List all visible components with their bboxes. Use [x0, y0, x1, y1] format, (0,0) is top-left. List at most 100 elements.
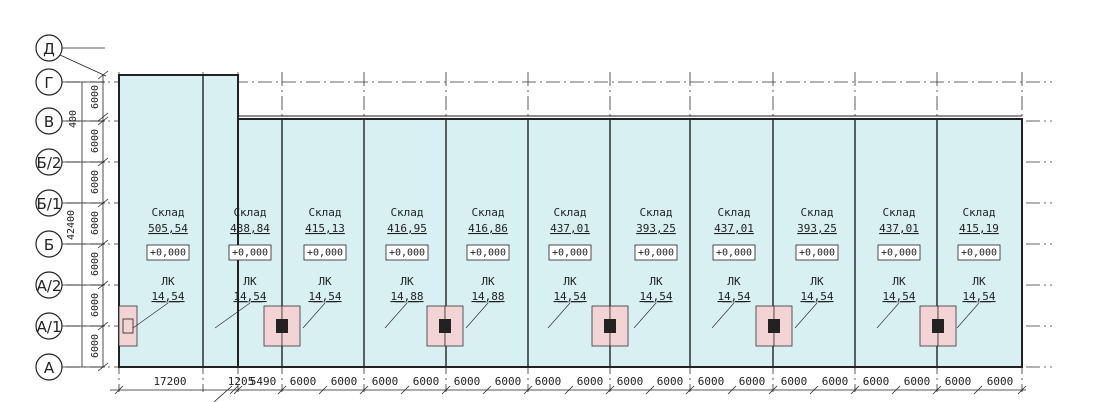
elevation-box [303, 244, 347, 261]
axis-label: А [44, 359, 55, 377]
lk-value: 14,54 [717, 290, 750, 303]
segment-dimension: 6000 [90, 252, 101, 276]
bottom-dimension: 6000 [535, 375, 562, 388]
elevation-mark: +0,000 [638, 248, 674, 259]
axis-label: Г [44, 74, 53, 92]
dim-tick [97, 157, 109, 167]
lk-leader [794, 302, 818, 329]
dim-tick [229, 385, 239, 395]
bottom-dimension: 1205 [228, 375, 255, 388]
bottom-dimension: 6000 [372, 375, 399, 388]
dim-tick [97, 321, 109, 331]
axis-label: Б/1 [37, 195, 62, 213]
axis-label: А/2 [37, 277, 62, 295]
dim-tick [605, 385, 615, 395]
block-main [237, 118, 1023, 368]
stair-core [439, 319, 451, 333]
lk-value: 14,54 [553, 290, 586, 303]
bottom-dimension: 6000 [577, 375, 604, 388]
room-name: Склад [233, 206, 266, 219]
room-name: Склад [151, 206, 184, 219]
dim-tick [97, 112, 109, 122]
elevation-box [548, 244, 592, 261]
stair-core [276, 319, 288, 333]
lk-value: 14,88 [471, 290, 504, 303]
elevation-box [466, 244, 510, 261]
elevation-mark: +0,000 [881, 248, 917, 259]
elevation-mark: +0,000 [716, 248, 752, 259]
room-area: 437,01 [550, 222, 590, 235]
lk-value: 14,54 [233, 290, 266, 303]
elevation-box [795, 244, 839, 261]
bottom-dimension: 6000 [290, 375, 317, 388]
bottom-dimension: 6000 [331, 375, 358, 388]
dim-tick [727, 385, 737, 395]
segment-dimension: 6000 [90, 170, 101, 194]
segment-dimension: 400 [68, 110, 79, 128]
axis-label: Д [43, 40, 55, 58]
lk-leader [547, 302, 571, 329]
elevation-box [385, 244, 429, 261]
lk-leader [711, 302, 735, 329]
dim-tick [564, 385, 574, 395]
bottom-dimension: 6000 [413, 375, 440, 388]
dim-tick [809, 385, 819, 395]
dim-tick [97, 239, 109, 249]
bottom-dimension: 17200 [153, 375, 186, 388]
room-area: 416,95 [387, 222, 427, 235]
lk-value: 14,54 [151, 290, 184, 303]
lk-leader [956, 302, 980, 329]
room-name: Склад [717, 206, 750, 219]
dim-tick [441, 385, 451, 395]
bottom-dimension: 6000 [495, 375, 522, 388]
lk-label: ЛК [649, 275, 663, 288]
bottom-dimension: 6000 [822, 375, 849, 388]
elevation-mark: +0,000 [470, 248, 506, 259]
axis-label: А/1 [37, 318, 62, 336]
dim-tick [97, 70, 109, 80]
axis-label: Б [44, 236, 54, 254]
room-name: Склад [800, 206, 833, 219]
room-area: 437,01 [879, 222, 919, 235]
axis-label: Б/2 [37, 154, 62, 172]
dim-tick [233, 385, 243, 395]
lk-value: 14,54 [639, 290, 672, 303]
axis-marker: А/1 [35, 312, 105, 340]
segment-dimension: 6000 [90, 293, 101, 317]
dim-tick [114, 385, 124, 395]
lk-label: ЛК [400, 275, 414, 288]
stair-core [932, 319, 944, 333]
dim-tick [97, 362, 109, 372]
dim-tick [850, 385, 860, 395]
room-name: Склад [639, 206, 672, 219]
axis-marker: Г [35, 68, 105, 96]
elevation-mark: +0,000 [552, 248, 588, 259]
segment-dimension: 6000 [90, 129, 101, 153]
elevation-box [957, 244, 1001, 261]
stair-core [768, 319, 780, 333]
axis-marker: Б/2 [35, 148, 105, 176]
lk-value: 14,54 [308, 290, 341, 303]
dim-tick [685, 385, 695, 395]
room-area: 393,25 [636, 222, 676, 235]
lk-value: 14,54 [800, 290, 833, 303]
dim-tick [277, 385, 287, 395]
lk-label: ЛК [892, 275, 906, 288]
dim-leader [213, 385, 233, 402]
elevation-box [146, 244, 190, 261]
lk-leader [214, 302, 251, 329]
lk-leader [302, 302, 326, 329]
room-name: Склад [882, 206, 915, 219]
stair-core [604, 319, 616, 333]
elevation-box [634, 244, 678, 261]
